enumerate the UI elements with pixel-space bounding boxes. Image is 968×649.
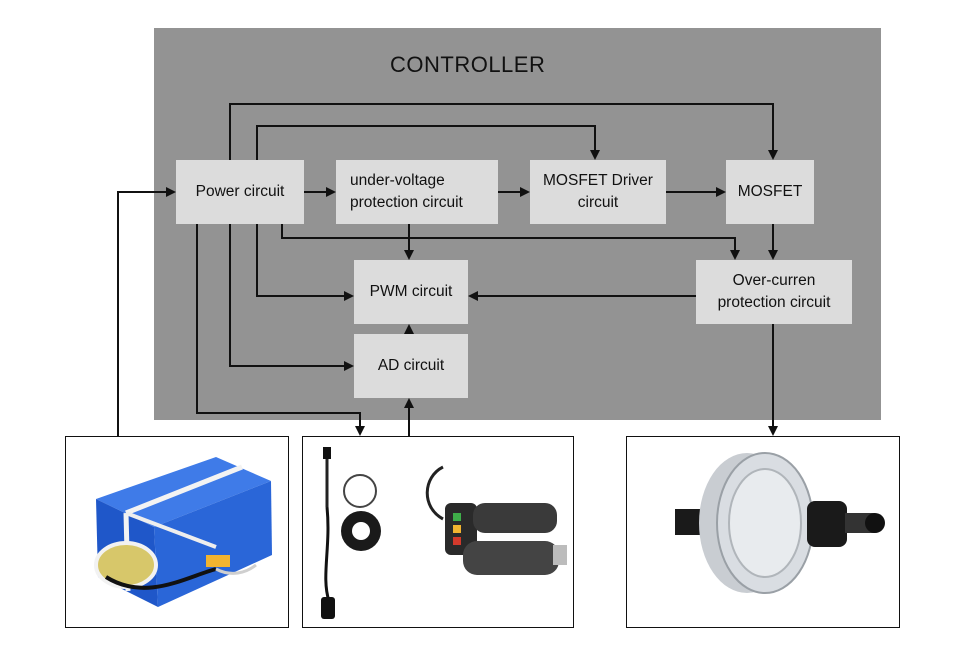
- mosfet-driver-label-line2: circuit: [577, 194, 619, 211]
- mosfet-driver-label-line1: MOSFET Driver: [543, 172, 653, 189]
- battery-pack-illustration: [94, 457, 272, 607]
- under-voltage-label-line1: under-voltage: [350, 172, 445, 189]
- controller-title: CONTROLLER: [390, 52, 546, 77]
- pwm-circuit-label: PWM circuit: [369, 283, 453, 300]
- power-circuit-block: Power circuit: [176, 160, 304, 224]
- controller-panel: [154, 28, 881, 420]
- motor-frame: [626, 436, 900, 628]
- battery-frame: [65, 436, 289, 628]
- over-current-label-line1: Over-curren: [732, 272, 816, 289]
- over-current-label-line2: protection circuit: [717, 294, 831, 311]
- mosfet-block: MOSFET: [726, 160, 814, 224]
- sensor-throttle-illustration: [321, 447, 567, 619]
- pwm-circuit-block: PWM circuit: [354, 260, 468, 324]
- hub-motor-illustration: [675, 452, 885, 594]
- mosfet-driver-block: MOSFET Driver circuit: [530, 160, 666, 224]
- mosfet-label: MOSFET: [737, 183, 803, 200]
- sensor-throttle-frame: [302, 436, 574, 628]
- ad-circuit-block: AD circuit: [354, 334, 468, 398]
- ad-circuit-label: AD circuit: [377, 357, 445, 374]
- over-current-block: Over-curren protection circuit: [696, 260, 852, 324]
- under-voltage-block: under-voltage protection circuit: [336, 160, 498, 224]
- power-circuit-label: Power circuit: [195, 183, 285, 200]
- under-voltage-label-line2: protection circuit: [350, 194, 463, 211]
